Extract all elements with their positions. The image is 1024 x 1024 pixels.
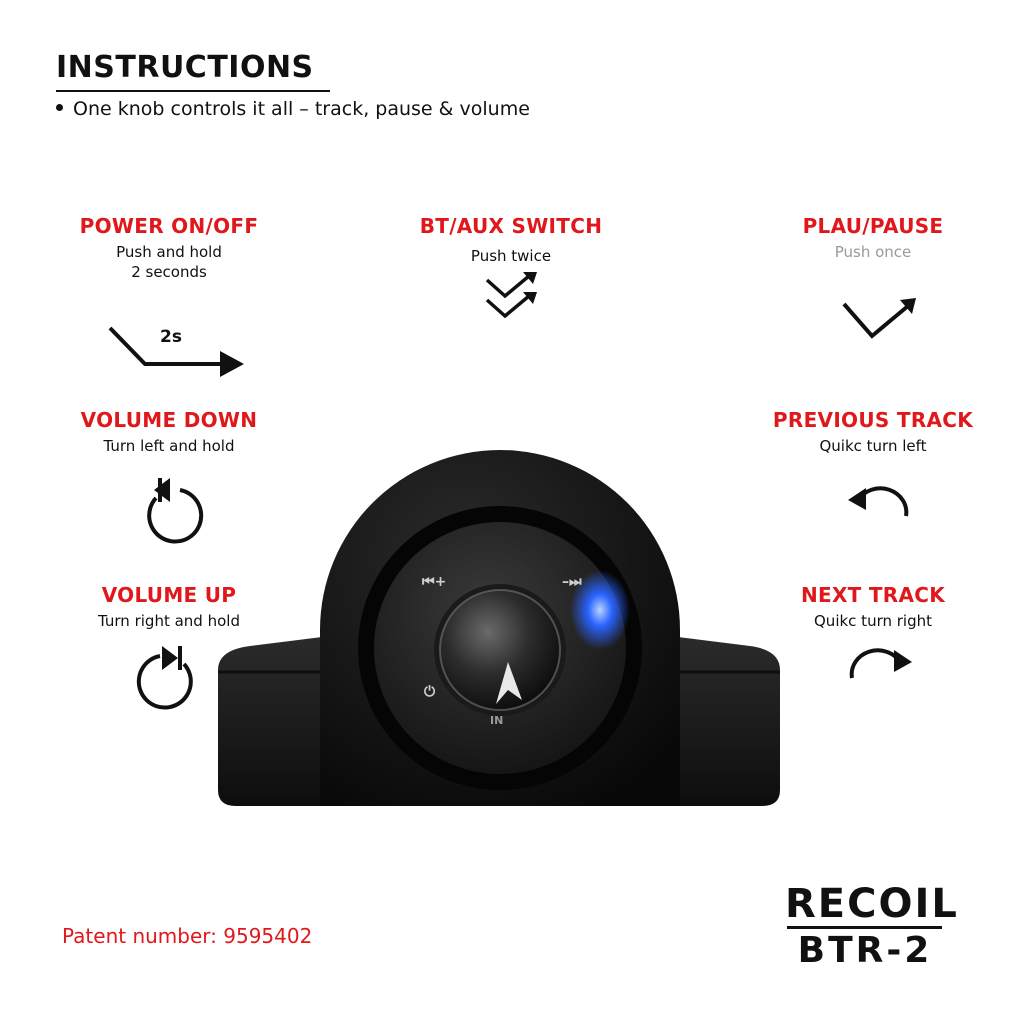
bt-aux-desc: Push twice xyxy=(470,247,552,265)
play-pause-desc: Push once xyxy=(834,243,912,261)
rotate-right-stop-icon xyxy=(136,642,206,714)
device-in-label: IN xyxy=(490,714,503,727)
bt-aux-section: BT/AUX SWITCH Push twice xyxy=(400,214,622,266)
previous-track-section: PREVIOUS TRACK Quikc turn left xyxy=(762,408,984,456)
svg-text:⏻: ⏻ xyxy=(424,684,435,700)
power-title: POWER ON/OFF xyxy=(79,214,259,238)
power-desc: Push and hold 2 seconds xyxy=(58,242,280,282)
power-section: POWER ON/OFF Push and hold 2 seconds xyxy=(58,214,280,282)
bullet-dot xyxy=(56,104,63,111)
next-track-title: NEXT TRACK xyxy=(800,583,946,607)
btr2-device-image: ⏮+ –⏭ ⏻ IN xyxy=(210,440,790,824)
previous-track-title: PREVIOUS TRACK xyxy=(772,408,974,432)
patent-number: Patent number: 9595402 xyxy=(62,924,313,948)
check-arrow-icon xyxy=(840,296,920,346)
curved-arrow-right-icon xyxy=(846,640,916,682)
svg-text:–⏭: –⏭ xyxy=(562,574,582,590)
curved-arrow-left-icon xyxy=(844,478,914,520)
power-desc-line1: Push and hold xyxy=(116,243,222,261)
rotate-left-stop-icon xyxy=(136,476,206,548)
power-desc-line2: 2 seconds xyxy=(131,263,207,281)
model-name: BTR-2 xyxy=(797,930,933,971)
next-track-section: NEXT TRACK Quikc turn right xyxy=(762,583,984,631)
brand-underline xyxy=(787,926,942,929)
volume-down-title: VOLUME DOWN xyxy=(80,408,258,432)
intro-bullet-text: One knob controls it all – track, pause … xyxy=(73,98,530,120)
intro-bullet: One knob controls it all – track, pause … xyxy=(56,98,530,120)
next-track-desc: Quikc turn right xyxy=(814,612,932,630)
bt-aux-title: BT/AUX SWITCH xyxy=(419,214,603,238)
page-title: INSTRUCTIONS xyxy=(56,50,314,85)
volume-down-desc: Turn left and hold xyxy=(103,437,235,455)
title-underline xyxy=(56,90,330,92)
volume-up-section: VOLUME UP Turn right and hold xyxy=(58,583,280,631)
svg-text:⏮+: ⏮+ xyxy=(422,574,446,590)
brand-logo: RECOIL xyxy=(785,881,959,927)
play-pause-section: PLAU/PAUSE Push once xyxy=(762,214,984,262)
previous-track-desc: Quikc turn left xyxy=(819,437,927,455)
volume-down-section: VOLUME DOWN Turn left and hold xyxy=(58,408,280,456)
play-pause-title: PLAU/PAUSE xyxy=(802,214,944,238)
volume-up-desc: Turn right and hold xyxy=(98,612,240,630)
power-icon-label: 2s xyxy=(160,327,182,347)
push-hold-arrow-icon xyxy=(105,320,250,380)
double-chevron-arrow-icon xyxy=(483,272,545,334)
volume-up-title: VOLUME UP xyxy=(101,583,237,607)
